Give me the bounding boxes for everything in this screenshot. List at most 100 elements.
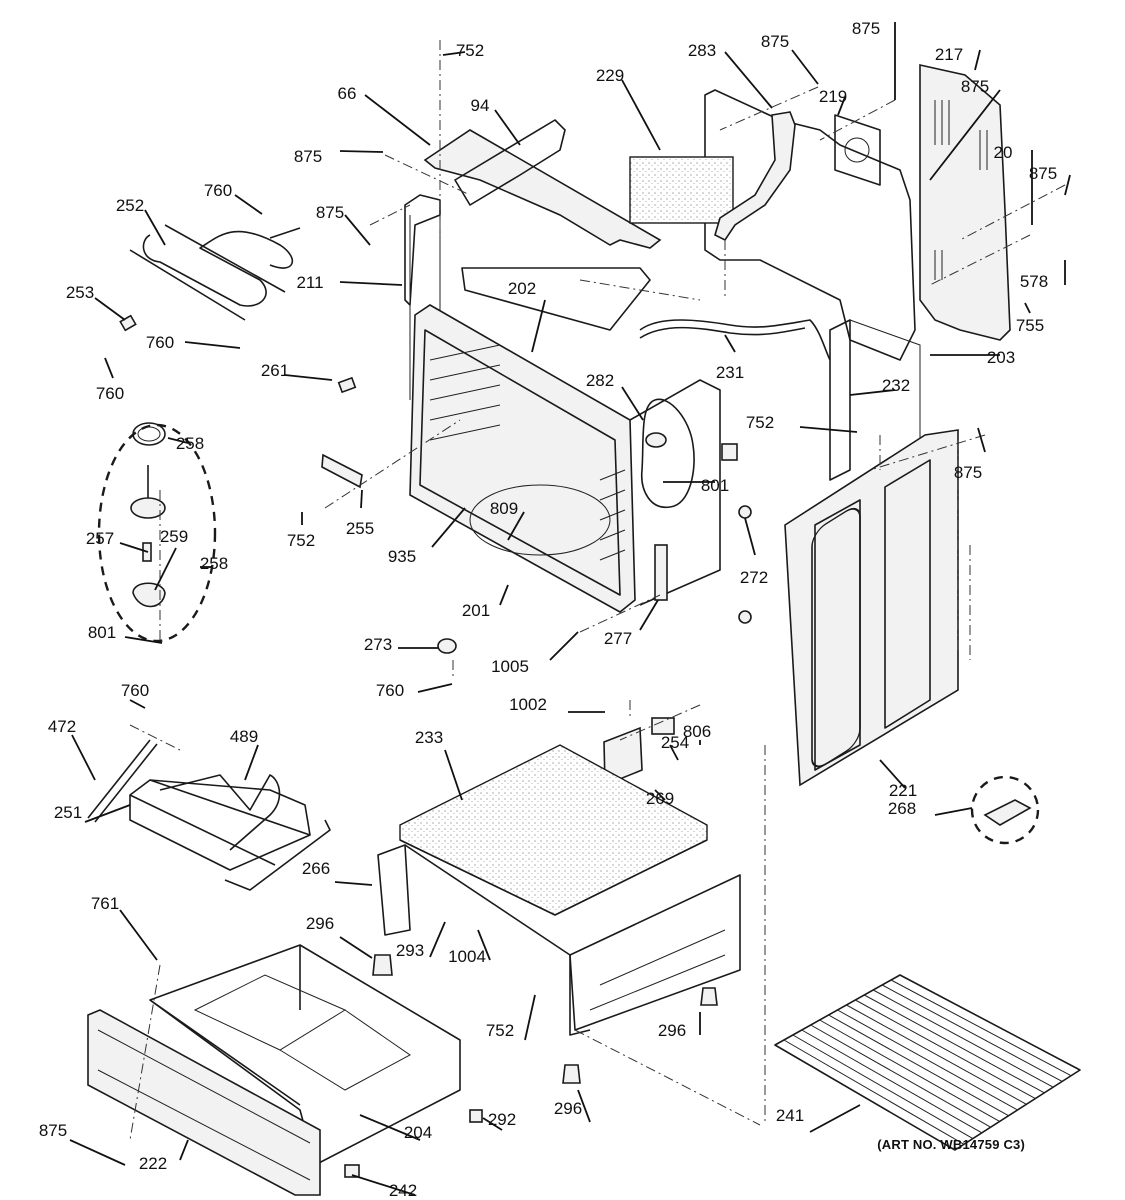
callout-part-222: 222 — [139, 1139, 189, 1173]
callout-part-801-b: 801 — [88, 623, 163, 644]
callout-part-761: 761 — [91, 894, 158, 961]
leader-line — [531, 299, 546, 353]
warming-drawer — [87, 944, 461, 1196]
callout-part-296-a: 296 — [306, 914, 373, 959]
callout-part-760-c: 760 — [96, 357, 124, 403]
part-callouts: 7526694875875211760252253760760261202229… — [39, 19, 1071, 1200]
callout-part-231: 231 — [716, 334, 744, 382]
leader-line — [477, 929, 491, 961]
part-number-label: 760 — [121, 681, 149, 700]
rack-wire — [864, 994, 1045, 1094]
rack-wire — [801, 1029, 983, 1134]
top-support-bracket — [423, 129, 662, 249]
rack-wire — [881, 984, 1063, 1082]
leader-line — [1024, 302, 1031, 314]
leader-line — [84, 804, 131, 823]
part-number-label: 20 — [994, 143, 1013, 162]
callout-part-752-left: 752 — [287, 512, 315, 550]
rack-wire — [783, 1039, 965, 1145]
callout-part-760-a: 760 — [204, 181, 263, 215]
part-number-label: 283 — [688, 41, 716, 60]
leader-line — [339, 936, 373, 959]
leader-line — [849, 389, 896, 396]
part-number-label: 277 — [604, 629, 632, 648]
leader-line — [69, 1139, 126, 1166]
callout-part-94: 94 — [471, 96, 521, 146]
callout-part-258-b: 258 — [200, 554, 228, 573]
callout-part-578: 578 — [1020, 260, 1066, 291]
part-number-label: 259 — [160, 527, 188, 546]
rack-wire — [828, 1014, 1009, 1117]
part-number-label: 261 — [261, 361, 289, 380]
part-number-label: 806 — [683, 722, 711, 741]
leader-line — [234, 194, 263, 215]
part-number-label: 204 — [404, 1123, 432, 1142]
callout-part-752-bot: 752 — [486, 994, 536, 1041]
leader-line — [129, 699, 146, 709]
leader-line — [621, 79, 661, 151]
callout-part-875-e: 875 — [929, 77, 1001, 181]
part-number-label: 489 — [230, 727, 258, 746]
part-number-label: 268 — [888, 799, 916, 818]
leader-line — [119, 542, 149, 553]
callout-part-1002: 1002 — [509, 695, 605, 714]
part-number-label: 282 — [586, 371, 614, 390]
callout-part-229: 229 — [596, 66, 661, 151]
callout-part-261: 261 — [261, 361, 333, 381]
part-number-label: 229 — [596, 66, 624, 85]
callout-part-273: 273 — [364, 635, 438, 654]
leader-line — [791, 49, 819, 85]
callout-part-760-d: 760 — [376, 681, 453, 700]
oven-rack — [774, 974, 1081, 1151]
leader-line — [507, 511, 525, 541]
part-number-label: 231 — [716, 363, 744, 382]
callout-part-266: 266 — [302, 859, 373, 886]
leader-line — [339, 281, 403, 286]
part-number-label: 578 — [1020, 272, 1048, 291]
part-number-label: 269 — [646, 789, 674, 808]
callout-part-296-c: 296 — [554, 1089, 591, 1123]
leader-line — [364, 94, 431, 146]
insulation-blanket — [629, 156, 734, 224]
latch-detail-circle — [970, 775, 1040, 845]
leader-line — [879, 759, 906, 789]
part-number-label: 761 — [91, 894, 119, 913]
part-number-label: 752 — [456, 41, 484, 60]
part-number-label: 222 — [139, 1154, 167, 1173]
part-number-label: 755 — [1016, 316, 1044, 335]
part-number-label: 219 — [819, 87, 847, 106]
leader-line — [359, 1114, 421, 1141]
part-number-label: 752 — [486, 1021, 514, 1040]
leader-line — [344, 214, 371, 246]
callout-part-66: 66 — [338, 84, 431, 146]
callout-part-252: 252 — [116, 196, 166, 246]
callout-part-233: 233 — [415, 728, 463, 801]
callout-part-806: 806 — [683, 722, 711, 745]
leader-line — [577, 1089, 591, 1123]
leader-line — [104, 357, 114, 379]
part-number-label: 875 — [961, 77, 989, 96]
part-number-label: 752 — [287, 531, 315, 550]
part-number-label: 296 — [658, 1021, 686, 1040]
callout-part-204: 204 — [359, 1114, 432, 1142]
callout-part-752-top: 752 — [442, 41, 484, 60]
leader-line — [621, 386, 644, 421]
callout-part-809: 809 — [490, 499, 525, 541]
rack-wire — [792, 1034, 974, 1140]
part-number-label: 217 — [935, 45, 963, 64]
leader-line — [339, 150, 384, 153]
callout-part-875-d: 875 — [852, 19, 896, 100]
part-number-label: 292 — [488, 1110, 516, 1129]
part-number-label: 211 — [296, 273, 323, 292]
leader-line — [974, 49, 981, 71]
callout-part-219: 219 — [819, 87, 847, 116]
leader-line — [417, 683, 453, 693]
part-number-label: 242 — [389, 1181, 417, 1200]
part-number-label: 760 — [376, 681, 404, 700]
leader-line — [669, 744, 679, 761]
callout-part-211: 211 — [296, 273, 403, 292]
callout-part-202: 202 — [508, 279, 546, 353]
art-number: (ART NO. WB14759 C3) — [877, 1137, 1025, 1152]
drawer-frame — [377, 844, 411, 936]
